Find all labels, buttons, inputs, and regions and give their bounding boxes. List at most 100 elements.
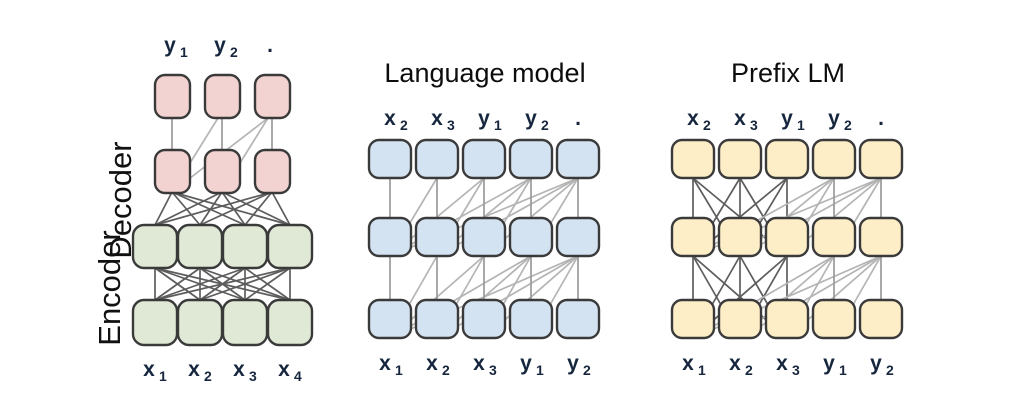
panel-title-prefix-lm: Prefix LM <box>731 58 845 88</box>
cross-attention-edges <box>154 191 291 226</box>
edec-top-tokens: y 1 y 2 . <box>164 34 273 60</box>
node-cell <box>461 298 507 340</box>
node-cell <box>203 73 242 120</box>
prefix-row-top <box>670 138 904 180</box>
node-cell <box>367 298 413 340</box>
node-cell <box>153 148 192 195</box>
token-subscript: 2 <box>400 117 408 133</box>
node-cell <box>253 148 292 195</box>
token-label: x <box>188 358 200 381</box>
encoder-label: Encoder <box>92 230 127 345</box>
token-subscript: 1 <box>698 362 706 378</box>
node-cell <box>717 216 763 258</box>
token-label: y <box>520 352 532 375</box>
node-cell <box>153 73 192 120</box>
prefix-bottom-tokens: x 1 x 2 x 3 y 1 y 2 <box>682 352 894 378</box>
token-label: y <box>823 352 835 375</box>
node-cell <box>858 138 904 180</box>
node-cell <box>221 298 269 347</box>
token-subscript: 2 <box>583 362 591 378</box>
lm-bottom-tokens: x 1 x 2 x 3 y 1 y 2 <box>379 352 591 378</box>
node-cell <box>508 298 554 340</box>
token-subscript: 1 <box>395 362 403 378</box>
token-label: x <box>682 352 694 375</box>
lm-row-middle <box>367 216 601 258</box>
node-cell <box>221 223 269 270</box>
node-cell <box>858 298 904 340</box>
token-subscript: 3 <box>489 362 497 378</box>
token-label: y <box>478 107 490 130</box>
token-label: y <box>828 107 840 130</box>
node-cell <box>811 298 857 340</box>
token-subscript: 3 <box>249 368 257 384</box>
panel-title-language-model: Language model <box>384 58 585 88</box>
lm-top-tokens: x 2 x 3 y 1 y 2 . <box>384 107 581 133</box>
token-label: x <box>426 352 438 375</box>
node-cell <box>555 216 601 258</box>
token-subscript: 2 <box>204 368 212 384</box>
decoder-row-top <box>153 73 292 120</box>
node-cell <box>717 138 763 180</box>
token-label: y <box>870 352 882 375</box>
panel-prefix-lm: Prefix LM x 2 x 3 y 1 y 2 . <box>670 58 904 378</box>
token-subscript: 2 <box>442 362 450 378</box>
node-cell <box>266 223 314 270</box>
node-cell <box>367 138 413 180</box>
node-cell <box>508 216 554 258</box>
prefix-row-bottom <box>670 298 904 340</box>
node-cell <box>764 138 810 180</box>
decoder-row-bottom <box>153 148 292 195</box>
node-cell <box>253 73 292 120</box>
token-subscript: 1 <box>494 117 502 133</box>
encoder-row-top <box>131 223 314 270</box>
node-cell <box>555 298 601 340</box>
token-label: . <box>575 107 581 130</box>
lm-row-top <box>367 138 601 180</box>
node-cell <box>508 138 554 180</box>
token-subscript: 2 <box>703 117 711 133</box>
edec-bottom-tokens: x 1 x 2 x 3 x 4 <box>143 358 302 384</box>
node-cell <box>414 216 460 258</box>
token-subscript: 4 <box>294 368 302 384</box>
token-subscript: 3 <box>792 362 800 378</box>
prefix-row-middle <box>670 216 904 258</box>
token-label: x <box>473 352 485 375</box>
node-cell <box>858 216 904 258</box>
token-label: x <box>431 107 443 130</box>
node-cell <box>670 298 716 340</box>
token-label: x <box>143 358 155 381</box>
token-subscript: 1 <box>839 362 847 378</box>
node-cell <box>555 138 601 180</box>
node-cell <box>764 216 810 258</box>
token-label: x <box>278 358 290 381</box>
node-cell <box>131 223 179 270</box>
lm-row-bottom <box>367 298 601 340</box>
prefix-top-tokens: x 2 x 3 y 1 y 2 . <box>687 107 884 133</box>
token-subscript: 3 <box>447 117 455 133</box>
token-label: . <box>878 107 884 130</box>
token-label: x <box>729 352 741 375</box>
node-cell <box>717 298 763 340</box>
node-cell <box>414 298 460 340</box>
panel-language-model: Language model x 2 x 3 y 1 y 2 . <box>367 58 601 378</box>
token-label: x <box>233 358 245 381</box>
token-label: y <box>164 34 176 57</box>
token-label: x <box>379 352 391 375</box>
node-cell <box>266 298 314 347</box>
node-cell <box>461 138 507 180</box>
token-subscript: 1 <box>536 362 544 378</box>
token-subscript: 2 <box>541 117 549 133</box>
node-cell <box>414 138 460 180</box>
token-subscript: 3 <box>750 117 758 133</box>
node-cell <box>670 216 716 258</box>
token-label: y <box>567 352 579 375</box>
node-cell <box>176 223 224 270</box>
token-label: y <box>214 34 226 57</box>
token-label: y <box>525 107 537 130</box>
token-subscript: 2 <box>844 117 852 133</box>
token-label: y <box>781 107 793 130</box>
encoder-row-bottom <box>131 298 314 347</box>
token-subscript: 2 <box>230 44 238 60</box>
token-subscript: 2 <box>886 362 894 378</box>
